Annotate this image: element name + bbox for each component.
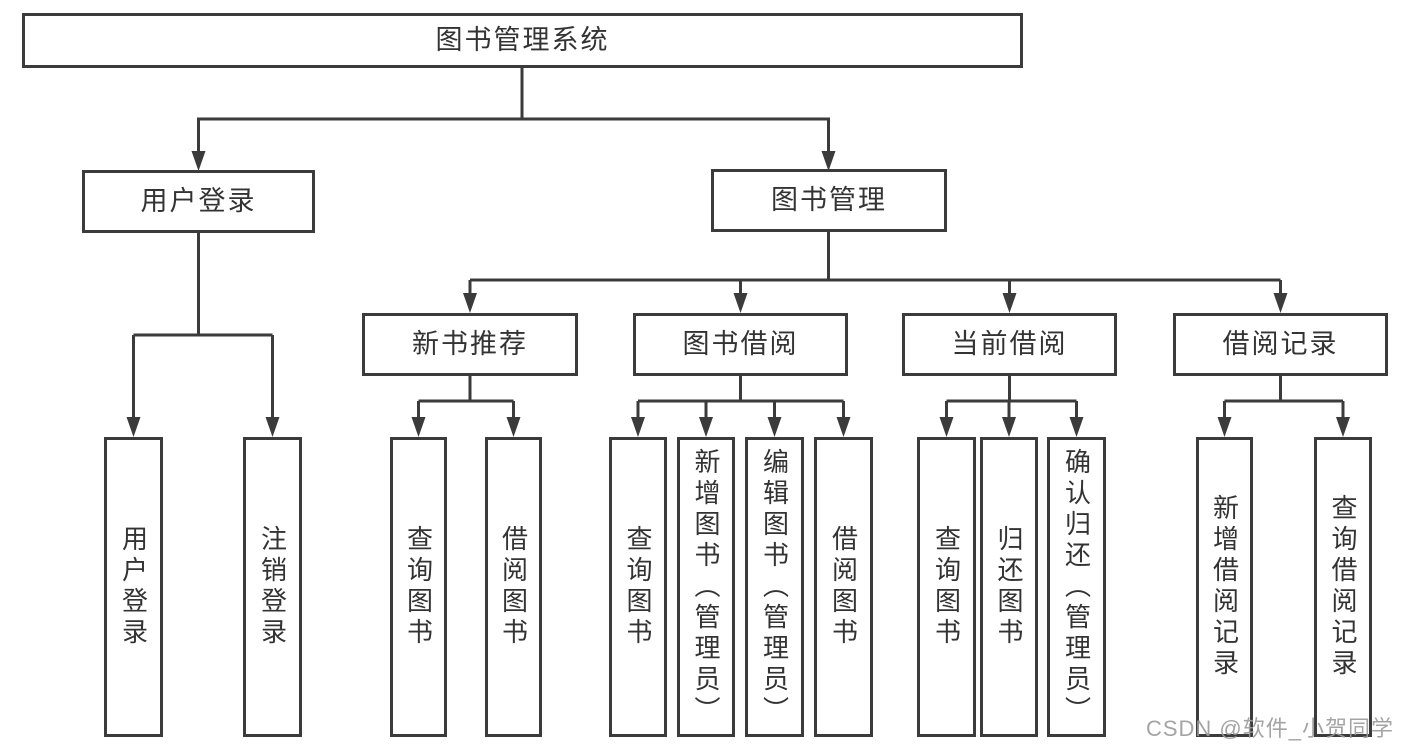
leaf-recommend-query-books: 查询图书 (390, 437, 447, 737)
leaf-borrowing-query-books: 查询图书 (609, 437, 667, 737)
watermark: CSDN @软件_小贺同学 (1145, 716, 1394, 741)
node-borrowing-records: 借阅记录 (1173, 313, 1388, 376)
node-book-management: 图书管理 (711, 169, 947, 232)
leaf-borrowing-borrow-books: 借阅图书 (814, 437, 873, 737)
node-book-management-system: 图书管理系统 (22, 13, 1023, 68)
leaf-recommend-borrow-books: 借阅图书 (485, 437, 542, 737)
leaf-current-return-books: 归还图书 (980, 437, 1038, 737)
leaf-user-login: 用户登录 (104, 437, 163, 737)
leaf-current-confirm-return-admin: 确认归还（管理员） (1047, 437, 1106, 737)
leaf-logout: 注销登录 (243, 437, 302, 737)
node-current-borrowing: 当前借阅 (902, 313, 1117, 376)
leaf-borrowing-edit-books-admin: 编辑图书（管理员） (745, 437, 804, 737)
node-book-borrowing: 图书借阅 (633, 313, 848, 376)
node-user-login: 用户登录 (82, 170, 315, 233)
leaf-records-add-record: 新增借阅记录 (1196, 437, 1253, 737)
leaf-borrowing-add-books-admin: 新增图书（管理员） (677, 437, 735, 737)
leaf-current-query-books: 查询图书 (917, 437, 976, 737)
node-new-book-recommend: 新书推荐 (362, 313, 578, 376)
leaf-records-query-record: 查询借阅记录 (1314, 437, 1372, 737)
